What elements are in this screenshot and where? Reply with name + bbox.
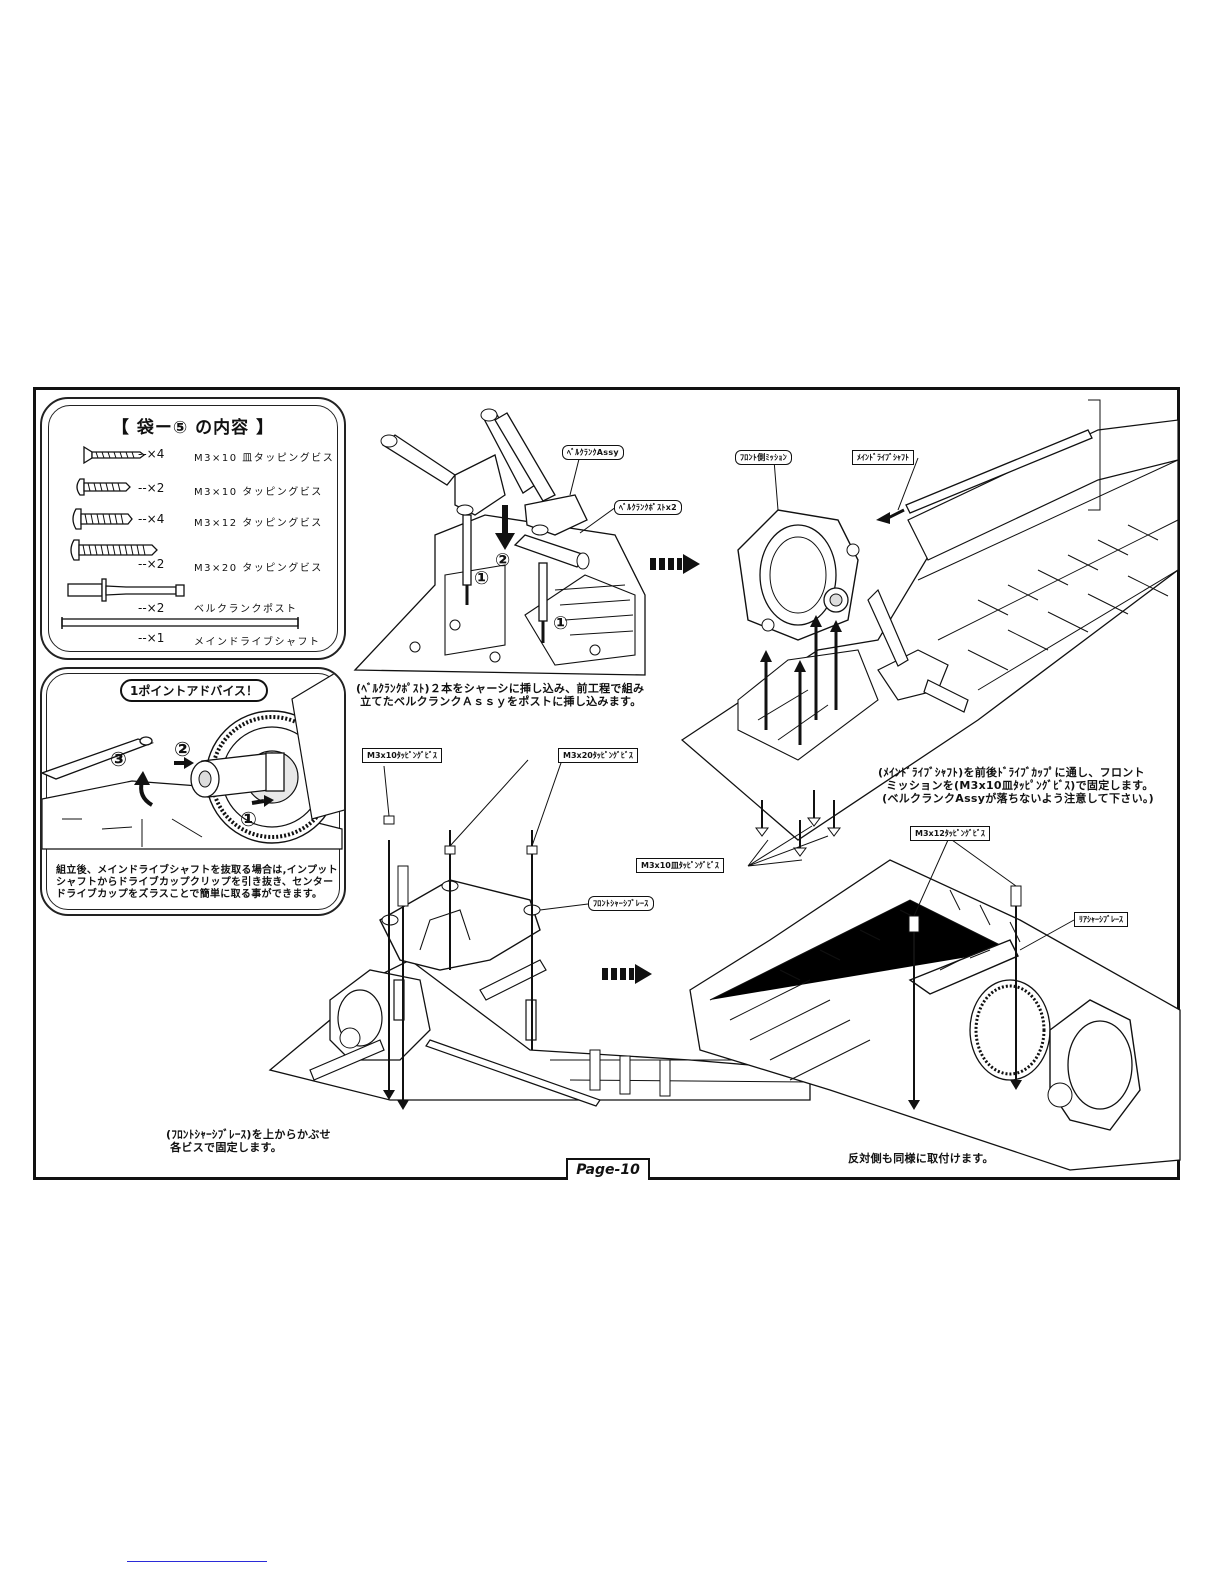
step3-caption: (ﾌﾛﾝﾄｼｬｰｼﾌﾞﾚｰｽ)を上からかぶせ 各ビスで固定します。 bbox=[166, 1128, 331, 1154]
step2-illustration bbox=[680, 399, 1179, 867]
part-name: M3×12 タッピングビス bbox=[194, 518, 323, 529]
part-qty: --×2 bbox=[138, 601, 165, 615]
step2-caption: (ﾒｲﾝﾄﾞﾗｲﾌﾞｼｬﾌﾄ)を前後ﾄﾞﾗｲﾌﾞｶｯﾌﾟに通し、フロント ミッシ… bbox=[878, 766, 1155, 805]
bellcrank-assy-label: ﾍﾞﾙｸﾗﾝｸAssy bbox=[562, 445, 624, 460]
step1-mark: ② bbox=[495, 550, 511, 571]
step1-caption: (ﾍﾞﾙｸﾗﾝｸﾎﾟｽﾄ)２本をシャーシに挿し込み、前工程で組み 立てたベルクラ… bbox=[356, 682, 645, 708]
part-name: メインドライブシャフト bbox=[194, 637, 321, 648]
advice-illustration bbox=[42, 669, 344, 850]
step1-mark: ① bbox=[553, 613, 569, 634]
front-mission-label: ﾌﾛﾝﾄ側ﾐｯｼｮﾝ bbox=[735, 450, 792, 465]
part-qty: --×4 bbox=[138, 447, 165, 461]
front-chassis-brace-label: ﾌﾛﾝﾄｼｬｰｼﾌﾞﾚｰｽ bbox=[588, 896, 654, 911]
bellcrank-post-icon bbox=[67, 578, 185, 602]
step4-illustration bbox=[689, 839, 1181, 1171]
page-number-label: Page-10 bbox=[566, 1158, 650, 1180]
part-qty: --×4 bbox=[138, 512, 165, 526]
long-tapping-screw-icon bbox=[70, 539, 158, 561]
tapping-screw-icon bbox=[72, 508, 133, 530]
main-drive-shaft-label: ﾒｲﾝﾄﾞﾗｲﾌﾞｼｬﾌﾄ bbox=[852, 450, 914, 465]
advice-title: 1ポイントアドバイス！ bbox=[120, 679, 268, 702]
part-name: M3×10 皿タッピングビス bbox=[194, 453, 335, 464]
rear-chassis-brace-label: ﾘｱｼｬｰｼﾌﾞﾚｰｽ bbox=[1074, 912, 1128, 927]
advice-step-mark: ③ bbox=[110, 747, 127, 771]
leader-lines bbox=[569, 454, 617, 534]
parts-contents-box: 【 袋ー⑤ の内容 】 --×4 M3×10 皿タッピングビス --×2 M3×… bbox=[40, 397, 346, 660]
step1-mark: ① bbox=[474, 568, 490, 589]
flat-head-tapping-screw-icon bbox=[83, 445, 146, 465]
step3-illustration bbox=[268, 759, 811, 1110]
next-step-arrow-icon bbox=[650, 554, 700, 574]
part-qty: --×1 bbox=[138, 631, 165, 645]
part-qty: --×2 bbox=[138, 481, 165, 495]
advice-step-mark: ① bbox=[240, 807, 257, 831]
step1-illustration bbox=[353, 408, 646, 676]
m3x12-screw-label: M3x12ﾀｯﾋﾟﾝｸﾞﾋﾞｽ bbox=[910, 826, 990, 841]
part-name: M3×20 タッピングビス bbox=[194, 563, 323, 574]
bellcrank-post-label: ﾍﾞﾙｸﾗﾝｸﾎﾟｽﾄx2 bbox=[614, 500, 683, 515]
part-name: ベルクランクポスト bbox=[194, 604, 298, 615]
next-step-arrow-icon bbox=[602, 964, 652, 984]
drive-shaft-icon bbox=[61, 617, 299, 629]
part-qty: --×2 bbox=[138, 557, 165, 571]
part-name: M3×10 タッピングビス bbox=[194, 487, 323, 498]
m3x10-screw-label: M3x10ﾀｯﾋﾟﾝｸﾞﾋﾞｽ bbox=[362, 748, 442, 763]
advice-text: 組立後、メインドライブシャフトを抜取る場合は,インプット シャフトからドライブカ… bbox=[56, 865, 338, 900]
one-point-advice-box: 1ポイントアドバイス！ ② ③ ① 組立後、メインドライブシャフトを抜取る場合は… bbox=[40, 667, 346, 916]
footer-link-underline[interactable] bbox=[127, 1561, 267, 1562]
m3x10-flat-screw-label: M3x10皿ﾀｯﾋﾟﾝｸﾞﾋﾞｽ bbox=[636, 858, 724, 873]
m3x20-screw-label: M3x20ﾀｯﾋﾟﾝｸﾞﾋﾞｽ bbox=[558, 748, 638, 763]
tapping-screw-icon bbox=[76, 478, 131, 496]
step4-caption: 反対側も同様に取付けます。 bbox=[848, 1152, 994, 1165]
advice-step-mark: ② bbox=[174, 737, 191, 761]
parts-box-title: 【 袋ー⑤ の内容 】 bbox=[111, 418, 275, 438]
